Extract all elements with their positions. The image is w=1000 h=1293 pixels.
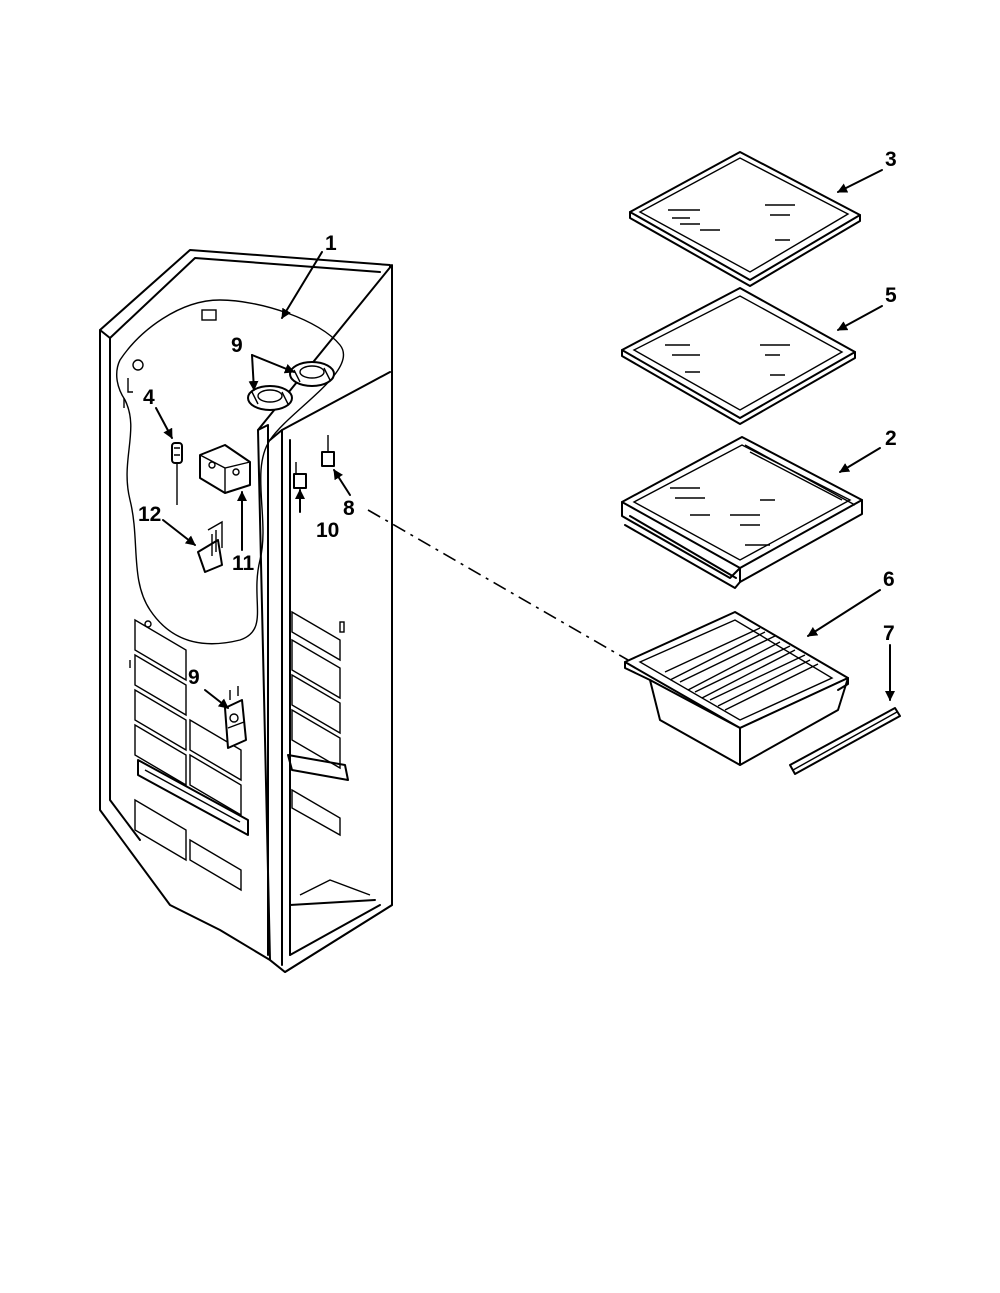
callout-4: 4 [143,386,155,409]
callout-11: 11 [232,552,255,575]
sensor-part [171,442,183,505]
callout-labels: 1 2 3 4 5 6 7 8 9 9 10 11 12 [138,148,897,689]
control-housing [199,444,251,494]
glass-shelf-5 [621,287,856,425]
assembly-line [367,509,629,661]
callout-10: 10 [316,519,339,542]
crisper-drawer-6 [624,611,849,766]
sliding-shelf-2 [621,436,863,589]
callout-8: 8 [343,497,355,520]
callout-5: 5 [885,284,897,307]
callout-1: 1 [325,232,337,255]
callout-9-lower: 9 [188,666,200,689]
callout-leaders [155,169,895,709]
callout-6: 6 [883,568,895,591]
liner-slots-left [129,618,249,892]
callout-12: 12 [138,503,161,526]
callout-3: 3 [885,148,897,171]
callout-2: 2 [885,427,897,450]
liner-slots-right [287,610,349,837]
switch-part-8 [321,435,335,467]
drawer-rail-7 [789,707,901,775]
switch-part-10 [293,462,307,489]
callout-7: 7 [883,622,895,645]
lamp-socket-top [247,361,335,411]
callout-9-top: 9 [231,334,243,357]
lamp-socket-lower [224,686,247,749]
glass-shelf-3 [629,151,861,287]
refrigerator-liner [99,249,393,973]
bracket-part [197,520,223,573]
